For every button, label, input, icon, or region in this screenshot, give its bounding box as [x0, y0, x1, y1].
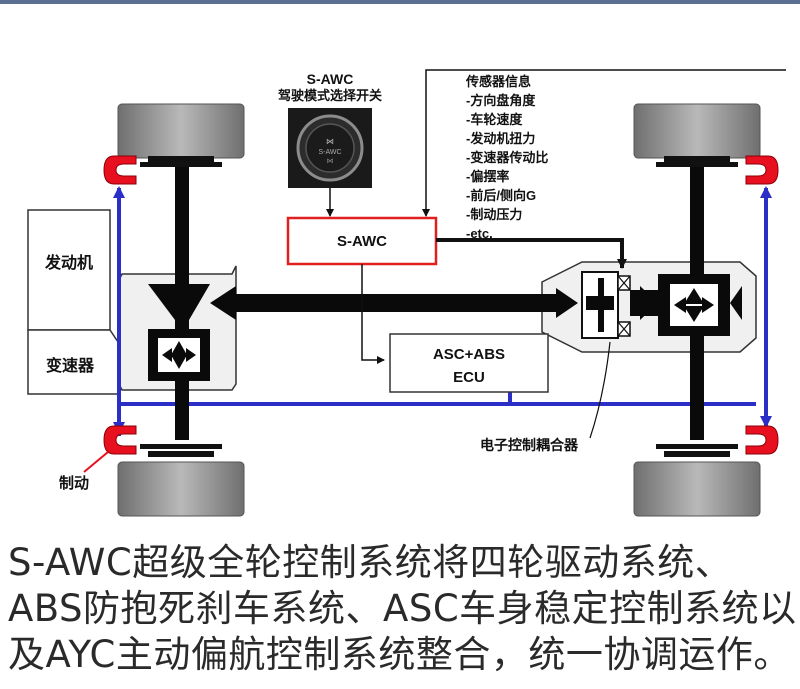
brake-label: 制动	[59, 474, 89, 492]
sensor-item: -车轮速度	[466, 112, 523, 127]
caption-line: ABS防抱死刹车系统、ASC车身稳定控制系统以	[8, 587, 797, 630]
brake-caliper-rear-right	[745, 425, 779, 455]
rear-left-wheel	[117, 444, 245, 517]
front-differential	[148, 284, 210, 381]
rear-differential	[640, 274, 742, 336]
brake-caliper-front-right	[745, 155, 779, 185]
transmission-label: 变速器	[46, 356, 95, 375]
top-accent-bar	[0, 0, 800, 4]
caption-line: S-AWC超级全轮控制系统将四轮驱动系统、	[8, 541, 733, 584]
awc-to-coupling-arrow	[436, 238, 627, 269]
coupling-label: 电子控制耦合器	[480, 437, 579, 453]
switch-subtitle: 驾驶模式选择开关	[278, 88, 382, 103]
ecu-label-line2: ECU	[453, 369, 485, 386]
sensor-item: -前后/侧向G	[466, 188, 536, 203]
sensor-info-list: -方向盘角度 -车轮速度 -发动机扭力 -变速器传动比 -偏摆率 -前后/侧向G…	[466, 93, 548, 241]
sensor-item: -制动压力	[466, 207, 522, 222]
rear-right-wheel	[633, 444, 761, 517]
coupling-pointer-line	[589, 341, 611, 439]
svg-text:⋈: ⋈	[326, 137, 334, 146]
brake-caliper-front-left	[103, 155, 137, 185]
brake-pointer-line	[83, 451, 109, 473]
caption: S-AWC超级全轮控制系统将四轮驱动系统、 ABS防抱死刹车系统、ASC车身稳定…	[0, 532, 800, 689]
sensor-item: -方向盘角度	[466, 93, 536, 108]
switch-title: S-AWC	[307, 71, 354, 87]
ecu-label-line1: ASC+ABS	[433, 346, 505, 363]
svg-text:⋈: ⋈	[327, 158, 334, 165]
asc-abs-ecu-box	[389, 333, 549, 393]
svg-text:S-AWC: S-AWC	[318, 149, 341, 156]
caption-line: 及AYC主动偏航控制系统整合，统一协调运作。	[8, 633, 791, 676]
s-awc-controller-label: S-AWC	[337, 233, 387, 250]
sensor-item: -etc.	[466, 226, 493, 241]
front-right-wheel	[633, 103, 761, 167]
sensor-info-title: 传感器信息	[465, 74, 531, 89]
sensor-item: -发动机扭力	[466, 131, 535, 146]
brake-caliper-rear-left	[103, 425, 137, 455]
awc-to-ecu-arrow	[361, 264, 385, 364]
drive-mode-switch-knob: ⋈ S-AWC ⋈	[288, 108, 372, 188]
s-awc-system-diagram: 发动机 变速器	[27, 69, 786, 517]
engine-block	[27, 209, 111, 331]
sensor-item: -变速器传动比	[466, 150, 548, 165]
engine-label: 发动机	[44, 253, 93, 272]
electronic-control-coupling	[581, 271, 658, 339]
sensor-to-awc-arrow	[422, 69, 786, 217]
front-left-wheel	[117, 103, 245, 167]
sensor-item: -偏摆率	[466, 169, 509, 184]
